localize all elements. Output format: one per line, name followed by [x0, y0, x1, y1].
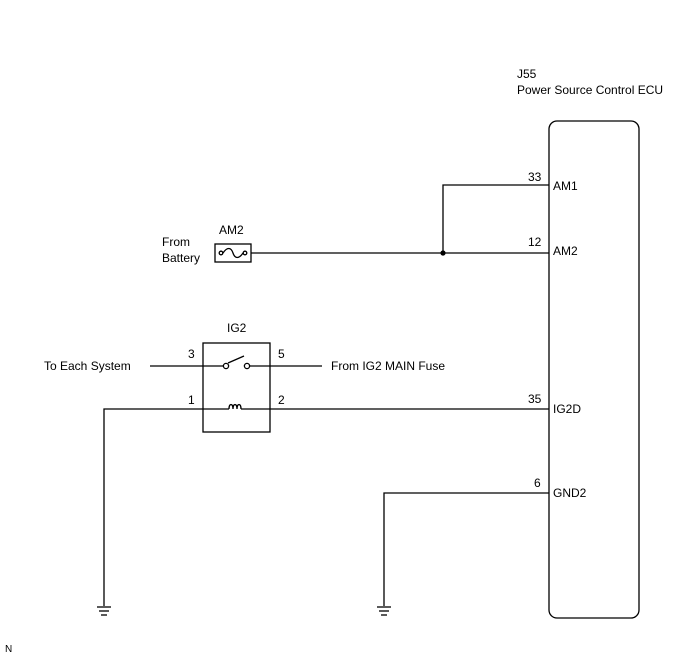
relay-label: IG2	[227, 321, 247, 335]
ecu-code: J55	[517, 67, 537, 81]
ecu-pin-gnd2-label: GND2	[553, 486, 587, 500]
relay-pin-3: 3	[188, 347, 195, 361]
fuse-source-line1: From	[162, 235, 190, 249]
relay-pin-2: 2	[278, 393, 285, 407]
ecu-pin-12-number: 12	[528, 235, 542, 249]
from-ig2-main-fuse-label: From IG2 MAIN Fuse	[331, 359, 445, 373]
fuse-icon	[214, 243, 252, 263]
ecu-body	[548, 120, 640, 619]
relay-pin-1: 1	[188, 393, 195, 407]
footer-mark: N	[5, 644, 12, 655]
gnd2-wire	[383, 492, 549, 606]
relay-ground-wire	[103, 408, 203, 606]
ecu-pin-33-number: 33	[528, 170, 542, 184]
ground-icon	[377, 606, 391, 616]
relay-switch-icon	[203, 355, 270, 370]
ecu-pin-am1-label: AM1	[553, 179, 578, 193]
fuse-label: AM2	[219, 223, 244, 237]
ecu-name: Power Source Control ECU	[517, 83, 663, 97]
relay-coil-icon	[203, 403, 270, 410]
ecu-pin-6-number: 6	[534, 476, 541, 490]
junction-dot	[440, 250, 446, 256]
ecu-pin-35-number: 35	[528, 392, 542, 406]
ecu-pin-ig2d-label: IG2D	[553, 402, 581, 416]
to-each-system-label: To Each System	[44, 359, 131, 373]
relay-pin-5: 5	[278, 347, 285, 361]
fuse-source-line2: Battery	[162, 251, 200, 265]
am1-wire	[442, 184, 549, 253]
ecu-pin-am2-label: AM2	[553, 244, 578, 258]
relay-body	[202, 342, 271, 433]
ground-icon	[97, 606, 111, 616]
